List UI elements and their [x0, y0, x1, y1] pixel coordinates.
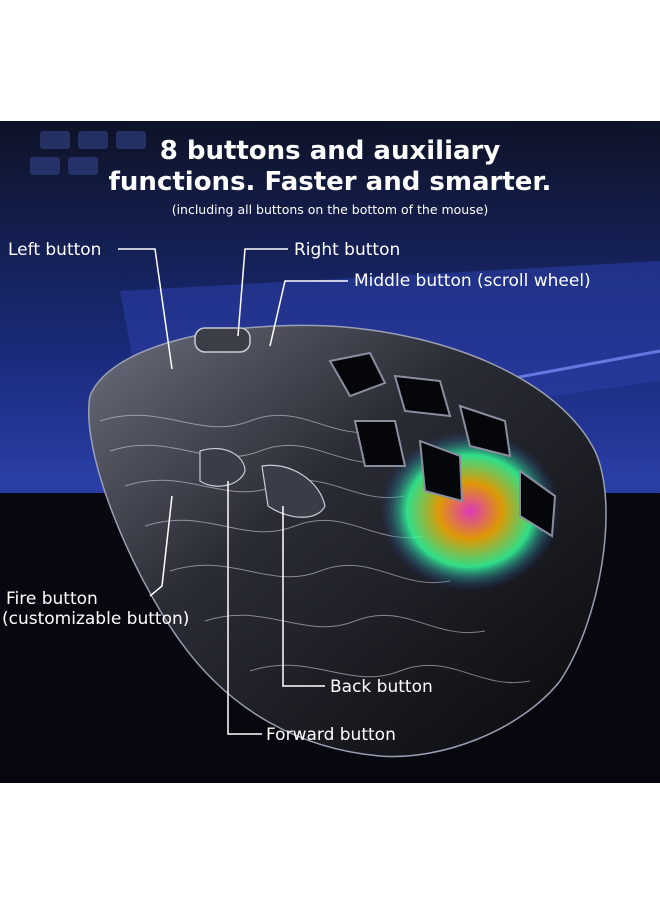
callout-forward-button: Forward button: [266, 725, 396, 745]
callout-middle-button: Middle button (scroll wheel): [354, 271, 591, 291]
forward-side-button: [199, 447, 246, 487]
mouse-illustration: [0, 131, 660, 783]
callout-lines: [118, 248, 348, 735]
callout-fire-button-note: (customizable button): [2, 609, 190, 629]
keyboard-keys: [30, 131, 146, 175]
headline-line-2: functions. Faster and smarter.: [108, 167, 552, 197]
topographic-pattern: [99, 414, 531, 683]
callout-left-button: Left button: [8, 240, 102, 260]
product-photo: [0, 121, 660, 783]
headline-note: (including all buttons on the bottom of …: [171, 202, 489, 217]
honeycomb-shell: [328, 351, 557, 538]
headline-line-1: 8 buttons and auxiliary: [159, 136, 501, 166]
callout-fire-button: Fire button: [6, 589, 98, 609]
callout-right-button: Right button: [294, 240, 401, 260]
scroll-wheel: [194, 327, 251, 353]
callout-back-button: Back button: [330, 677, 433, 697]
